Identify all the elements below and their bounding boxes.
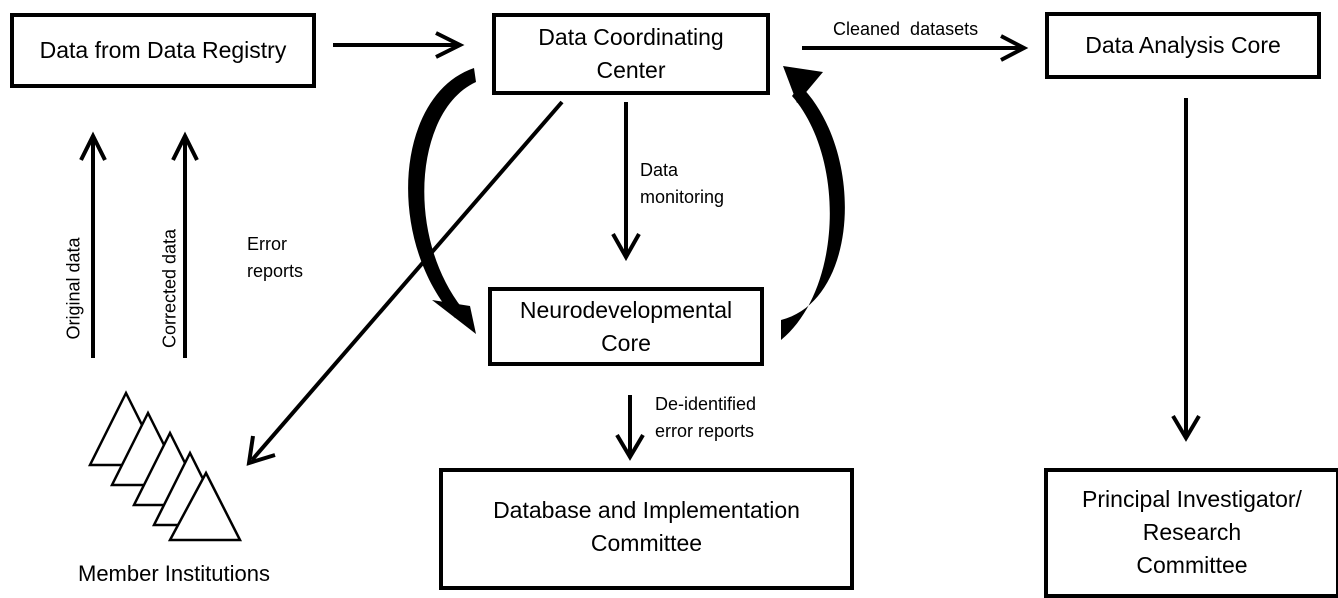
arrow-analysis-to-pi [1171, 98, 1201, 442]
arrow-original-data [79, 131, 107, 358]
pi-label-line1: Principal Investigator/ [1082, 486, 1302, 512]
member-institutions-label: Member Institutions [78, 561, 270, 586]
error-reports-line1: Error [247, 234, 287, 254]
arrow-registry-to-dcc [333, 31, 465, 59]
arrow-deidentified [615, 395, 645, 461]
curved-arrow-dcc-to-neuro [408, 68, 476, 334]
arrow-data-monitoring [611, 102, 641, 262]
neurodevelopmental-core-box: Neurodevelopmental Core [488, 287, 764, 366]
original-data-label: Original data [63, 237, 84, 340]
deidentified-line1: De-identified [655, 394, 757, 414]
arrow-dcc-to-analysis [802, 34, 1029, 62]
database-implementation-committee-box: Database and Implementation Committee [439, 468, 854, 590]
pi-label-line3: Committee [1136, 552, 1248, 578]
dic-label-line1: Database and Implementation [493, 497, 800, 523]
data-monitoring-label: Data monitoring [640, 157, 724, 211]
arrow-corrected-data [171, 131, 199, 358]
member-institutions-icon [87, 390, 243, 542]
arrow-error-reports [246, 100, 564, 466]
neuro-label-line1: Neurodevelopmental [519, 296, 733, 323]
data-registry-label: Data from Data Registry [39, 37, 287, 63]
data-analysis-core-label: Data Analysis Core [1085, 32, 1281, 58]
data-registry-box: Data from Data Registry [10, 13, 316, 88]
data-monitoring-line2: monitoring [640, 187, 725, 207]
deidentified-line2: error reports [655, 421, 755, 441]
dic-label-line2: Committee [590, 530, 703, 556]
principal-investigator-box: Principal Investigator/ Research Committ… [1044, 468, 1338, 598]
error-reports-label: Error reports [247, 231, 303, 285]
neuro-label-line2: Core [601, 329, 651, 356]
dcc-label-line2: Center [596, 57, 666, 83]
cleaned-datasets-label: Cleaned datasets [833, 19, 979, 39]
data-analysis-core-box: Data Analysis Core [1045, 12, 1321, 79]
corrected-data-label: Corrected data [159, 228, 180, 349]
deidentified-error-reports-label: De-identified error reports [655, 391, 756, 445]
curved-arrow-neuro-to-dcc [781, 66, 845, 340]
connector-layer [79, 31, 1201, 542]
data-coordinating-center-box: Data Coordinating Center [492, 13, 770, 95]
error-reports-line2: reports [247, 261, 304, 281]
dcc-label-line1: Data Coordinating [538, 24, 724, 50]
pi-label-line2: Research [1142, 519, 1242, 545]
data-monitoring-line1: Data [640, 160, 679, 180]
